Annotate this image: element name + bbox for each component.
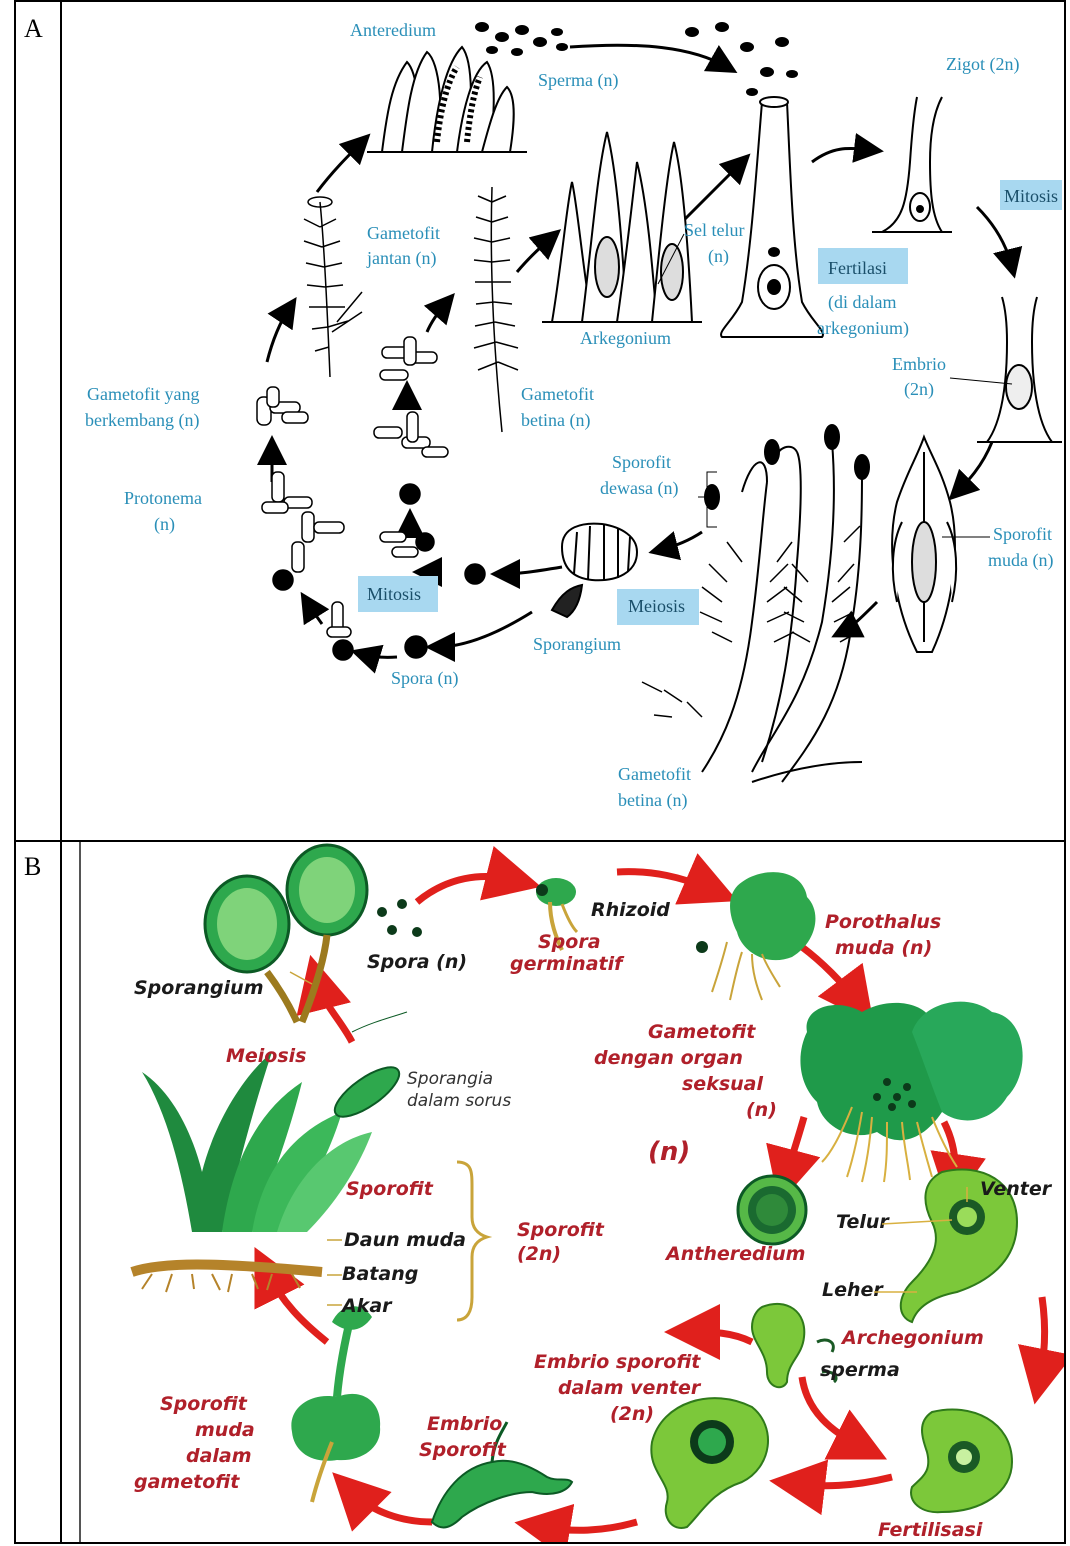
label-gametofit-4: (n) bbox=[746, 1099, 777, 1121]
label-embrio-1: Embrio bbox=[892, 354, 946, 374]
label-mitosis-top: Mitosis bbox=[1004, 186, 1058, 206]
label-embrio-venter-2: dalam venter bbox=[558, 1377, 702, 1399]
label-protonema-1: Protonema bbox=[124, 488, 202, 508]
label-fertilasi: Fertilasi bbox=[828, 258, 887, 278]
label-sporofit: Sporofit bbox=[346, 1178, 434, 1200]
label-fertilasi-loc1: (di dalam bbox=[828, 292, 896, 313]
label-archegonium: Archegonium bbox=[840, 1327, 984, 1349]
label-rhizoid: Rhizoid bbox=[591, 899, 670, 921]
label-fertilasi-loc2: arkegonium) bbox=[817, 318, 909, 339]
label-sel-telur: Sel telur bbox=[684, 220, 745, 240]
label-embrio-sporofit-2: Sporofit bbox=[419, 1439, 507, 1461]
label-gametofit-berkembang-1: Gametofit yang bbox=[87, 384, 199, 404]
label-spora: Spora (n) bbox=[367, 951, 467, 973]
label-gametofit-2: dengan organ bbox=[594, 1047, 743, 1069]
label-sporofit-dewasa-1: Sporofit bbox=[612, 452, 671, 472]
label-gametofit-betina-2: betina (n) bbox=[521, 410, 590, 431]
row-label-a: A bbox=[24, 14, 43, 44]
label-mitosis-mid: Mitosis bbox=[367, 584, 421, 604]
label-sporofit-muda-3: dalam bbox=[186, 1445, 252, 1467]
label-gametofit-jantan-1: Gametofit bbox=[367, 223, 440, 243]
row-label-b: B bbox=[24, 852, 41, 882]
label-sel-telur-n: (n) bbox=[708, 246, 729, 267]
label-porothalus-1: Porothalus bbox=[825, 911, 941, 933]
archegonia-illustration bbox=[542, 132, 702, 322]
label-meiosis: Meiosis bbox=[628, 596, 685, 616]
label-gametofit-betina-1: Gametofit bbox=[521, 384, 594, 404]
female-gametophyte-illustration bbox=[474, 187, 518, 432]
label-gametofit-jantan-2: jantan (n) bbox=[366, 248, 436, 269]
label-fertilisasi: Fertilisasi bbox=[878, 1519, 983, 1541]
label-embrio-venter-1: Embrio sporofit bbox=[534, 1351, 701, 1373]
label-sporofit-2n-2: (2n) bbox=[517, 1243, 561, 1265]
male-gametophyte-illustration bbox=[304, 197, 362, 377]
label-sporofit-muda-4: gametofit bbox=[134, 1471, 240, 1493]
fertilization-illustration bbox=[911, 1409, 1012, 1512]
label-antheredium: Antheredium bbox=[664, 1243, 805, 1265]
label-spora: Spora (n) bbox=[391, 668, 458, 689]
label-zigot: Zigot (2n) bbox=[946, 54, 1020, 75]
label-sporangia-2: dalam sorus bbox=[407, 1091, 511, 1111]
antheridium-illustration bbox=[738, 1176, 806, 1244]
label-sporofit-muda-1: Sporofit bbox=[993, 524, 1052, 544]
label-embrio-venter-3: (2n) bbox=[610, 1403, 654, 1425]
label-gametofit-betina-bottom-1: Gametofit bbox=[618, 764, 691, 784]
label-spora-germinatif-1: Spora bbox=[538, 931, 601, 953]
fern-life-cycle-diagram: Rhizoid Porothalus muda (n) Spora (n) Sp… bbox=[62, 842, 1064, 1542]
label-n-big: (n) bbox=[648, 1137, 690, 1167]
label-embrio-2: (2n) bbox=[904, 379, 934, 400]
label-gametofit-betina-bottom-2: betina (n) bbox=[618, 790, 687, 811]
label-sporangia-1: Sporangia bbox=[407, 1069, 493, 1089]
label-sporofit-muda-2: muda (n) bbox=[988, 550, 1053, 571]
label-sporofit-muda-2: muda bbox=[195, 1419, 255, 1441]
label-embrio-sporofit-1: Embrio bbox=[427, 1413, 502, 1435]
label-sperma: sperma bbox=[820, 1359, 900, 1381]
gametophyte-illustration bbox=[800, 1002, 1022, 1182]
label-gametofit-3: seksual bbox=[682, 1073, 763, 1095]
fertilization-illustration bbox=[721, 97, 823, 337]
young-sporophyte-illustration bbox=[892, 437, 956, 652]
label-anteredium: Anteredium bbox=[350, 20, 436, 40]
label-sporangium: Sporangium bbox=[134, 977, 264, 999]
label-gametofit-berkembang-2: berkembang (n) bbox=[85, 410, 199, 431]
embryo-illustration bbox=[977, 297, 1062, 442]
label-telur: Telur bbox=[836, 1211, 890, 1233]
label-spora-germinatif-2: germinatif bbox=[510, 953, 625, 975]
embryo-sporophyte-illustration bbox=[432, 1422, 572, 1527]
label-leher: Leher bbox=[822, 1279, 884, 1301]
label-porothalus-2: muda (n) bbox=[835, 937, 932, 959]
embryo-in-venter-illustration bbox=[651, 1398, 768, 1528]
label-sporangium: Sporangium bbox=[533, 634, 621, 654]
label-daun-muda: Daun muda bbox=[344, 1229, 466, 1251]
label-sporofit-muda-1: Sporofit bbox=[160, 1393, 248, 1415]
label-sporofit-dewasa-2: dewasa (n) bbox=[600, 478, 678, 499]
label-meiosis: Meiosis bbox=[226, 1045, 307, 1067]
sperm-cells-illustration bbox=[475, 22, 798, 96]
antheridium-illustration bbox=[367, 47, 527, 152]
zygote-illustration bbox=[872, 97, 952, 232]
label-protonema-2: (n) bbox=[154, 514, 175, 535]
label-sperma: Sperma (n) bbox=[538, 70, 618, 91]
label-sporofit-2n-1: Sporofit bbox=[517, 1219, 605, 1241]
label-gametofit-1: Gametofit bbox=[648, 1021, 756, 1043]
moss-life-cycle-diagram: Anteredium Sperma (n) Zigot (2n) Mitosis… bbox=[62, 2, 1064, 838]
label-arkegonium: Arkegonium bbox=[580, 328, 671, 348]
label-venter: Venter bbox=[980, 1178, 1053, 1200]
young-sporophyte-illustration bbox=[291, 1306, 380, 1502]
label-akar: Akar bbox=[340, 1295, 393, 1317]
young-prothallus-illustration bbox=[696, 872, 815, 1000]
label-batang: Batang bbox=[342, 1263, 418, 1285]
